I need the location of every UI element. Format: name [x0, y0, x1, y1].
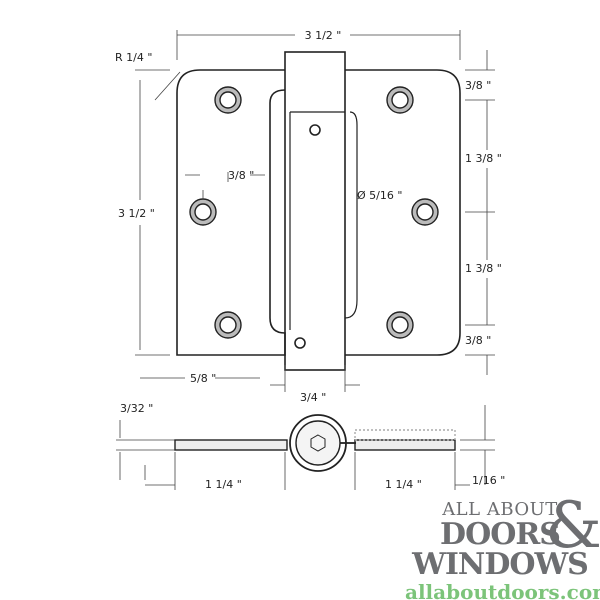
dimension-labels: 3 1/2 " R 1/4 " 3/8 " 1 3/8 " Ø 5/16 " 3… [115, 29, 505, 491]
label-leaf-thickness: 3/32 " [120, 402, 153, 415]
brand-logo: ALL ABOUT DOORS WINDOWS allaboutdoors.co… [405, 494, 600, 600]
set-screw [309, 124, 321, 136]
logo-ampersand: & [545, 489, 600, 563]
logo-line3: WINDOWS [412, 547, 589, 582]
label-corner-radius: R 1/4 " [115, 51, 152, 64]
label-bottom-offset: 3/8 " [465, 334, 491, 347]
label-knuckle-width: 3/4 " [300, 391, 326, 404]
label-hole-spacing-lower: 1 3/8 " [465, 262, 502, 275]
logo-line1: ALL ABOUT [442, 499, 558, 520]
label-hole-edge-offset: 3/8 " [228, 169, 254, 182]
label-right-leaf-width: 1 1/4 " [385, 478, 422, 491]
logo-line2: DOORS [440, 517, 561, 552]
logo-url: allaboutdoors.com [405, 580, 600, 600]
label-hole-diameter: Ø 5/16 " [357, 189, 402, 202]
tension-pin [294, 337, 306, 349]
hinge-front-view [176, 51, 461, 371]
holes [189, 86, 439, 339]
left-leaf [176, 69, 286, 356]
label-hole-spacing-upper: 1 3/8 " [465, 152, 502, 165]
spring-barrel [289, 111, 358, 330]
label-overall-height: 3 1/2 " [118, 207, 155, 220]
label-left-leaf-width: 1 1/4 " [205, 478, 242, 491]
dimension-lines [116, 30, 495, 490]
right-leaf [345, 69, 461, 356]
knuckle [284, 51, 346, 371]
label-hole-bottom-offset: 5/8 " [190, 372, 216, 385]
hinge-side-view [174, 414, 456, 472]
label-gap: 1/16 " [472, 474, 505, 487]
label-overall-width: 3 1/2 " [305, 29, 342, 42]
label-top-offset: 3/8 " [465, 79, 491, 92]
